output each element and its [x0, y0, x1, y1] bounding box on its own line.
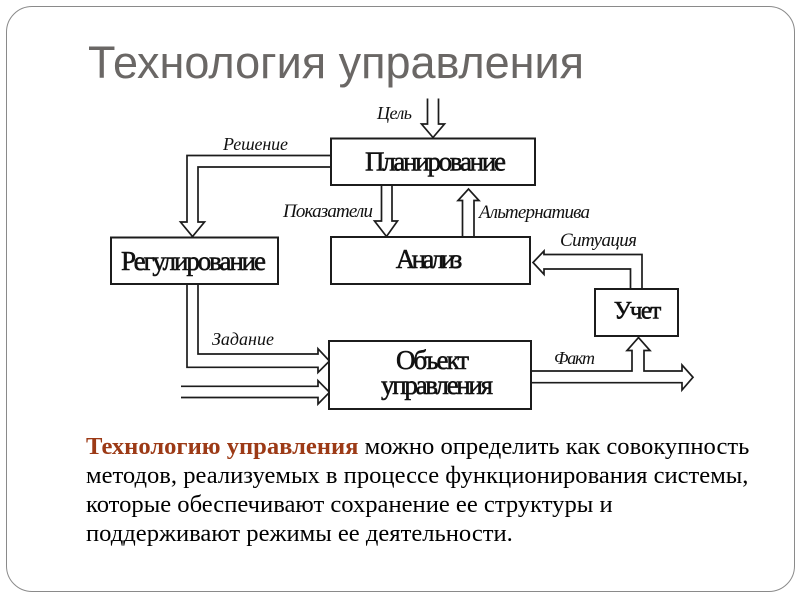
svg-text:Ситуация: Ситуация [560, 230, 637, 251]
svg-text:Факт: Факт [554, 348, 595, 368]
svg-text:Цель: Цель [376, 103, 412, 123]
svg-text:Показатели: Показатели [282, 201, 373, 222]
svg-text:Учет: Учет [614, 298, 662, 325]
svg-text:Решение: Решение [222, 134, 288, 154]
svg-text:Альтернатива: Альтернатива [477, 202, 590, 223]
svg-text:Анализ: Анализ [396, 244, 463, 274]
svg-text:Регулирование: Регулирование [121, 246, 266, 276]
svg-text:управления: управления [381, 370, 493, 400]
svg-text:Задание: Задание [212, 329, 274, 349]
svg-text:Планирование: Планирование [365, 147, 506, 177]
svg-text:Объект: Объект [396, 345, 469, 375]
